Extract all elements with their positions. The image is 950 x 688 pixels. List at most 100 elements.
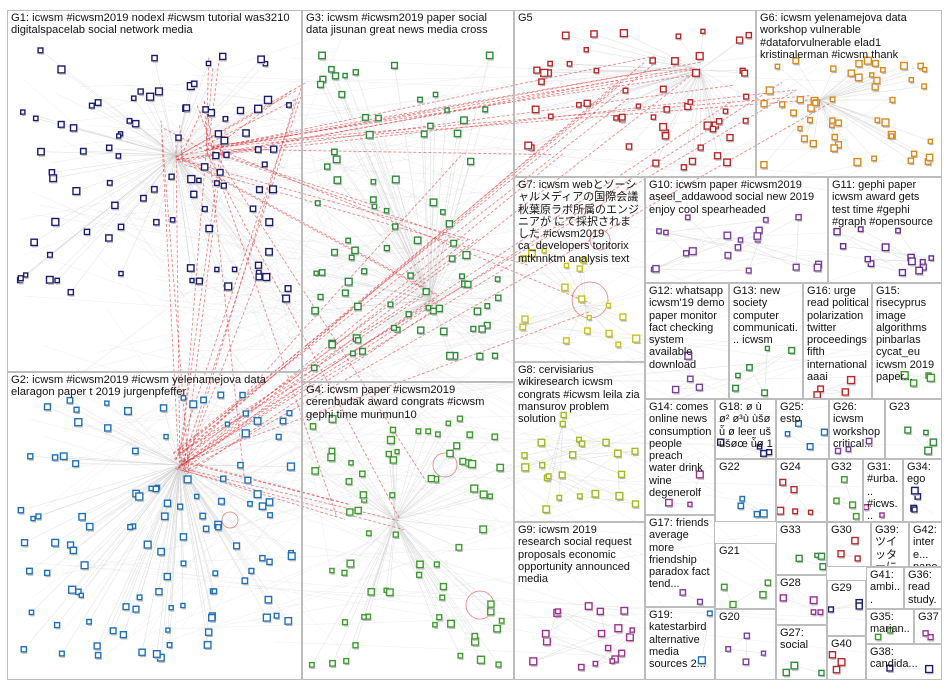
intra-edge [75, 463, 181, 466]
graph-node [59, 452, 68, 461]
node-shadow [209, 621, 216, 623]
node-shadow [867, 444, 873, 446]
graph-node [286, 462, 296, 471]
intra-edge [429, 109, 486, 301]
graph-node [809, 139, 817, 148]
node-shadow [849, 76, 856, 78]
graph-node [88, 102, 95, 109]
node-shadow [409, 278, 415, 280]
graph-node [318, 51, 326, 60]
background-edge [97, 212, 640, 353]
node-shadow [822, 435, 829, 437]
graph-node [792, 57, 800, 65]
background-edge [121, 227, 656, 574]
intra-edge [394, 467, 501, 521]
graph-node [32, 115, 39, 122]
group-label-g26: G26: icwsm workshop critical... [833, 401, 881, 450]
node-shadow [595, 73, 600, 75]
graph-node [925, 664, 934, 674]
graph-node [86, 618, 93, 625]
background-edge [149, 315, 924, 634]
node-shadow [266, 603, 273, 605]
node-shadow [924, 636, 930, 638]
intra-edge [165, 436, 181, 466]
node-shadow [540, 468, 546, 470]
group-box-g30: G30 [827, 522, 871, 567]
node-shadow [201, 403, 208, 405]
node-shadow [565, 268, 570, 270]
cross-group-edge [180, 61, 701, 156]
node-shadow [457, 550, 463, 552]
graph-node [680, 164, 688, 171]
intra-edge [393, 460, 396, 521]
background-edge [67, 564, 894, 656]
background-edge [63, 362, 767, 429]
graph-node [255, 186, 264, 194]
graph-node [839, 242, 847, 250]
node-shadow [462, 287, 469, 289]
intra-edge [394, 519, 476, 637]
cross-group-edge [207, 58, 220, 151]
intra-edge [33, 464, 181, 519]
graph-node [900, 371, 909, 380]
graph-node [922, 66, 928, 73]
node-shadow [288, 415, 293, 418]
cross-group-edge [181, 81, 783, 466]
graph-node [528, 248, 537, 257]
node-shadow [483, 112, 489, 114]
group-label-g19: G19: katestarbird alternative media sour… [649, 609, 707, 671]
node-shadow [697, 390, 704, 393]
graph-node [211, 588, 218, 595]
graph-node [195, 277, 204, 285]
node-shadow [922, 89, 928, 91]
graph-node [28, 609, 35, 616]
node-shadow [161, 411, 168, 413]
graph-node [352, 642, 359, 649]
node-shadow [156, 95, 164, 97]
node-shadow [350, 260, 355, 262]
cross-group-edge [178, 293, 428, 459]
node-shadow [243, 584, 249, 586]
node-shadow [260, 561, 266, 563]
background-edge [154, 275, 935, 378]
graph-node [223, 151, 230, 159]
graph-node [385, 450, 392, 458]
intra-edge [572, 454, 622, 475]
graph-node [520, 254, 527, 262]
graph-node [924, 446, 933, 455]
intra-edge [653, 269, 749, 271]
graph-node [466, 431, 474, 439]
graph-node [613, 449, 622, 458]
intra-edge [172, 154, 176, 220]
graph-node [390, 324, 398, 332]
node-shadow [22, 546, 29, 548]
intra-edge [345, 292, 431, 301]
node-shadow [275, 618, 280, 620]
graph-node [659, 122, 668, 131]
graph-node [476, 352, 484, 360]
background-edge [168, 413, 822, 513]
node-shadow [744, 665, 750, 667]
cross-group-edge [176, 98, 298, 161]
node-shadow [191, 283, 195, 285]
graph-node [420, 130, 428, 138]
background-edge [257, 165, 784, 423]
intra-edge [819, 99, 930, 158]
intra-edge [322, 272, 431, 301]
graph-node [675, 33, 682, 40]
graph-node [561, 31, 570, 40]
node-shadow [396, 454, 401, 456]
intra-edge [655, 69, 701, 164]
node-shadow [530, 665, 538, 667]
group-box-g7: G7: icwsm webとソーシャルメディアの国際会議 秋葉原ラボ所属のエンジ… [514, 177, 645, 362]
graph-node [314, 200, 321, 207]
intra-edge [170, 464, 181, 608]
graph-node [759, 591, 767, 599]
node-shadow [418, 102, 424, 104]
graph-node [205, 224, 214, 233]
node-shadow [865, 64, 873, 66]
graph-node [151, 54, 158, 62]
node-shadow [856, 561, 862, 563]
intra-edge [394, 519, 461, 656]
graph-node [53, 621, 61, 629]
